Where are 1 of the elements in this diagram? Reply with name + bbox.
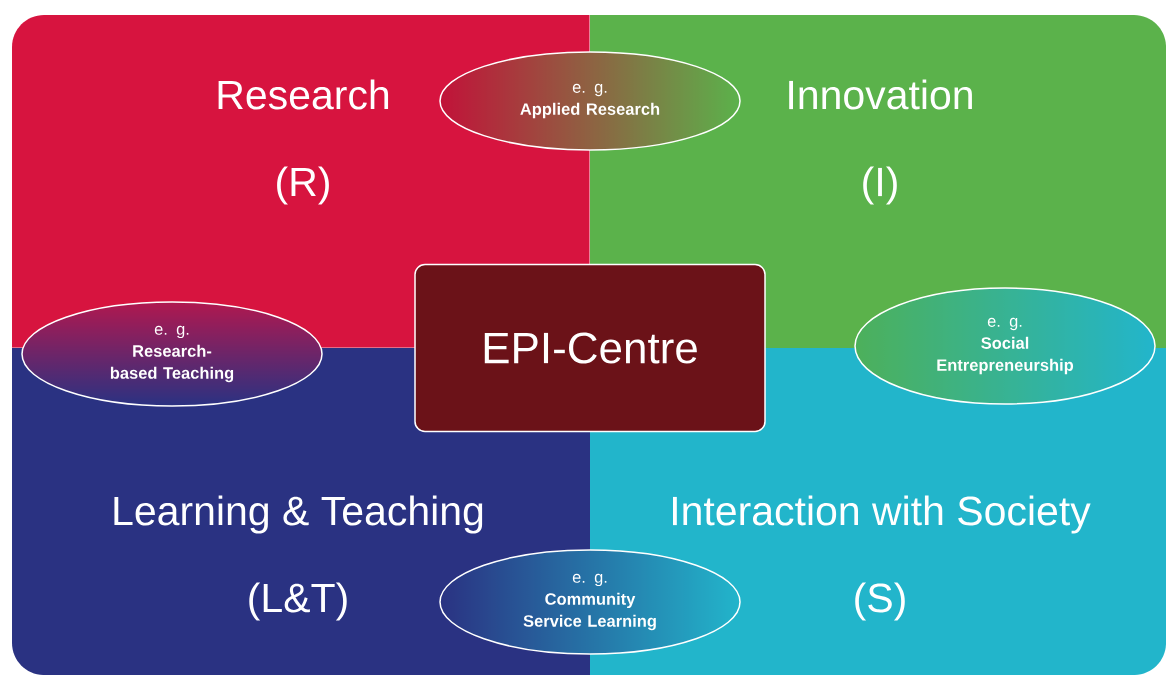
center-box: EPI-Centre — [414, 263, 766, 433]
